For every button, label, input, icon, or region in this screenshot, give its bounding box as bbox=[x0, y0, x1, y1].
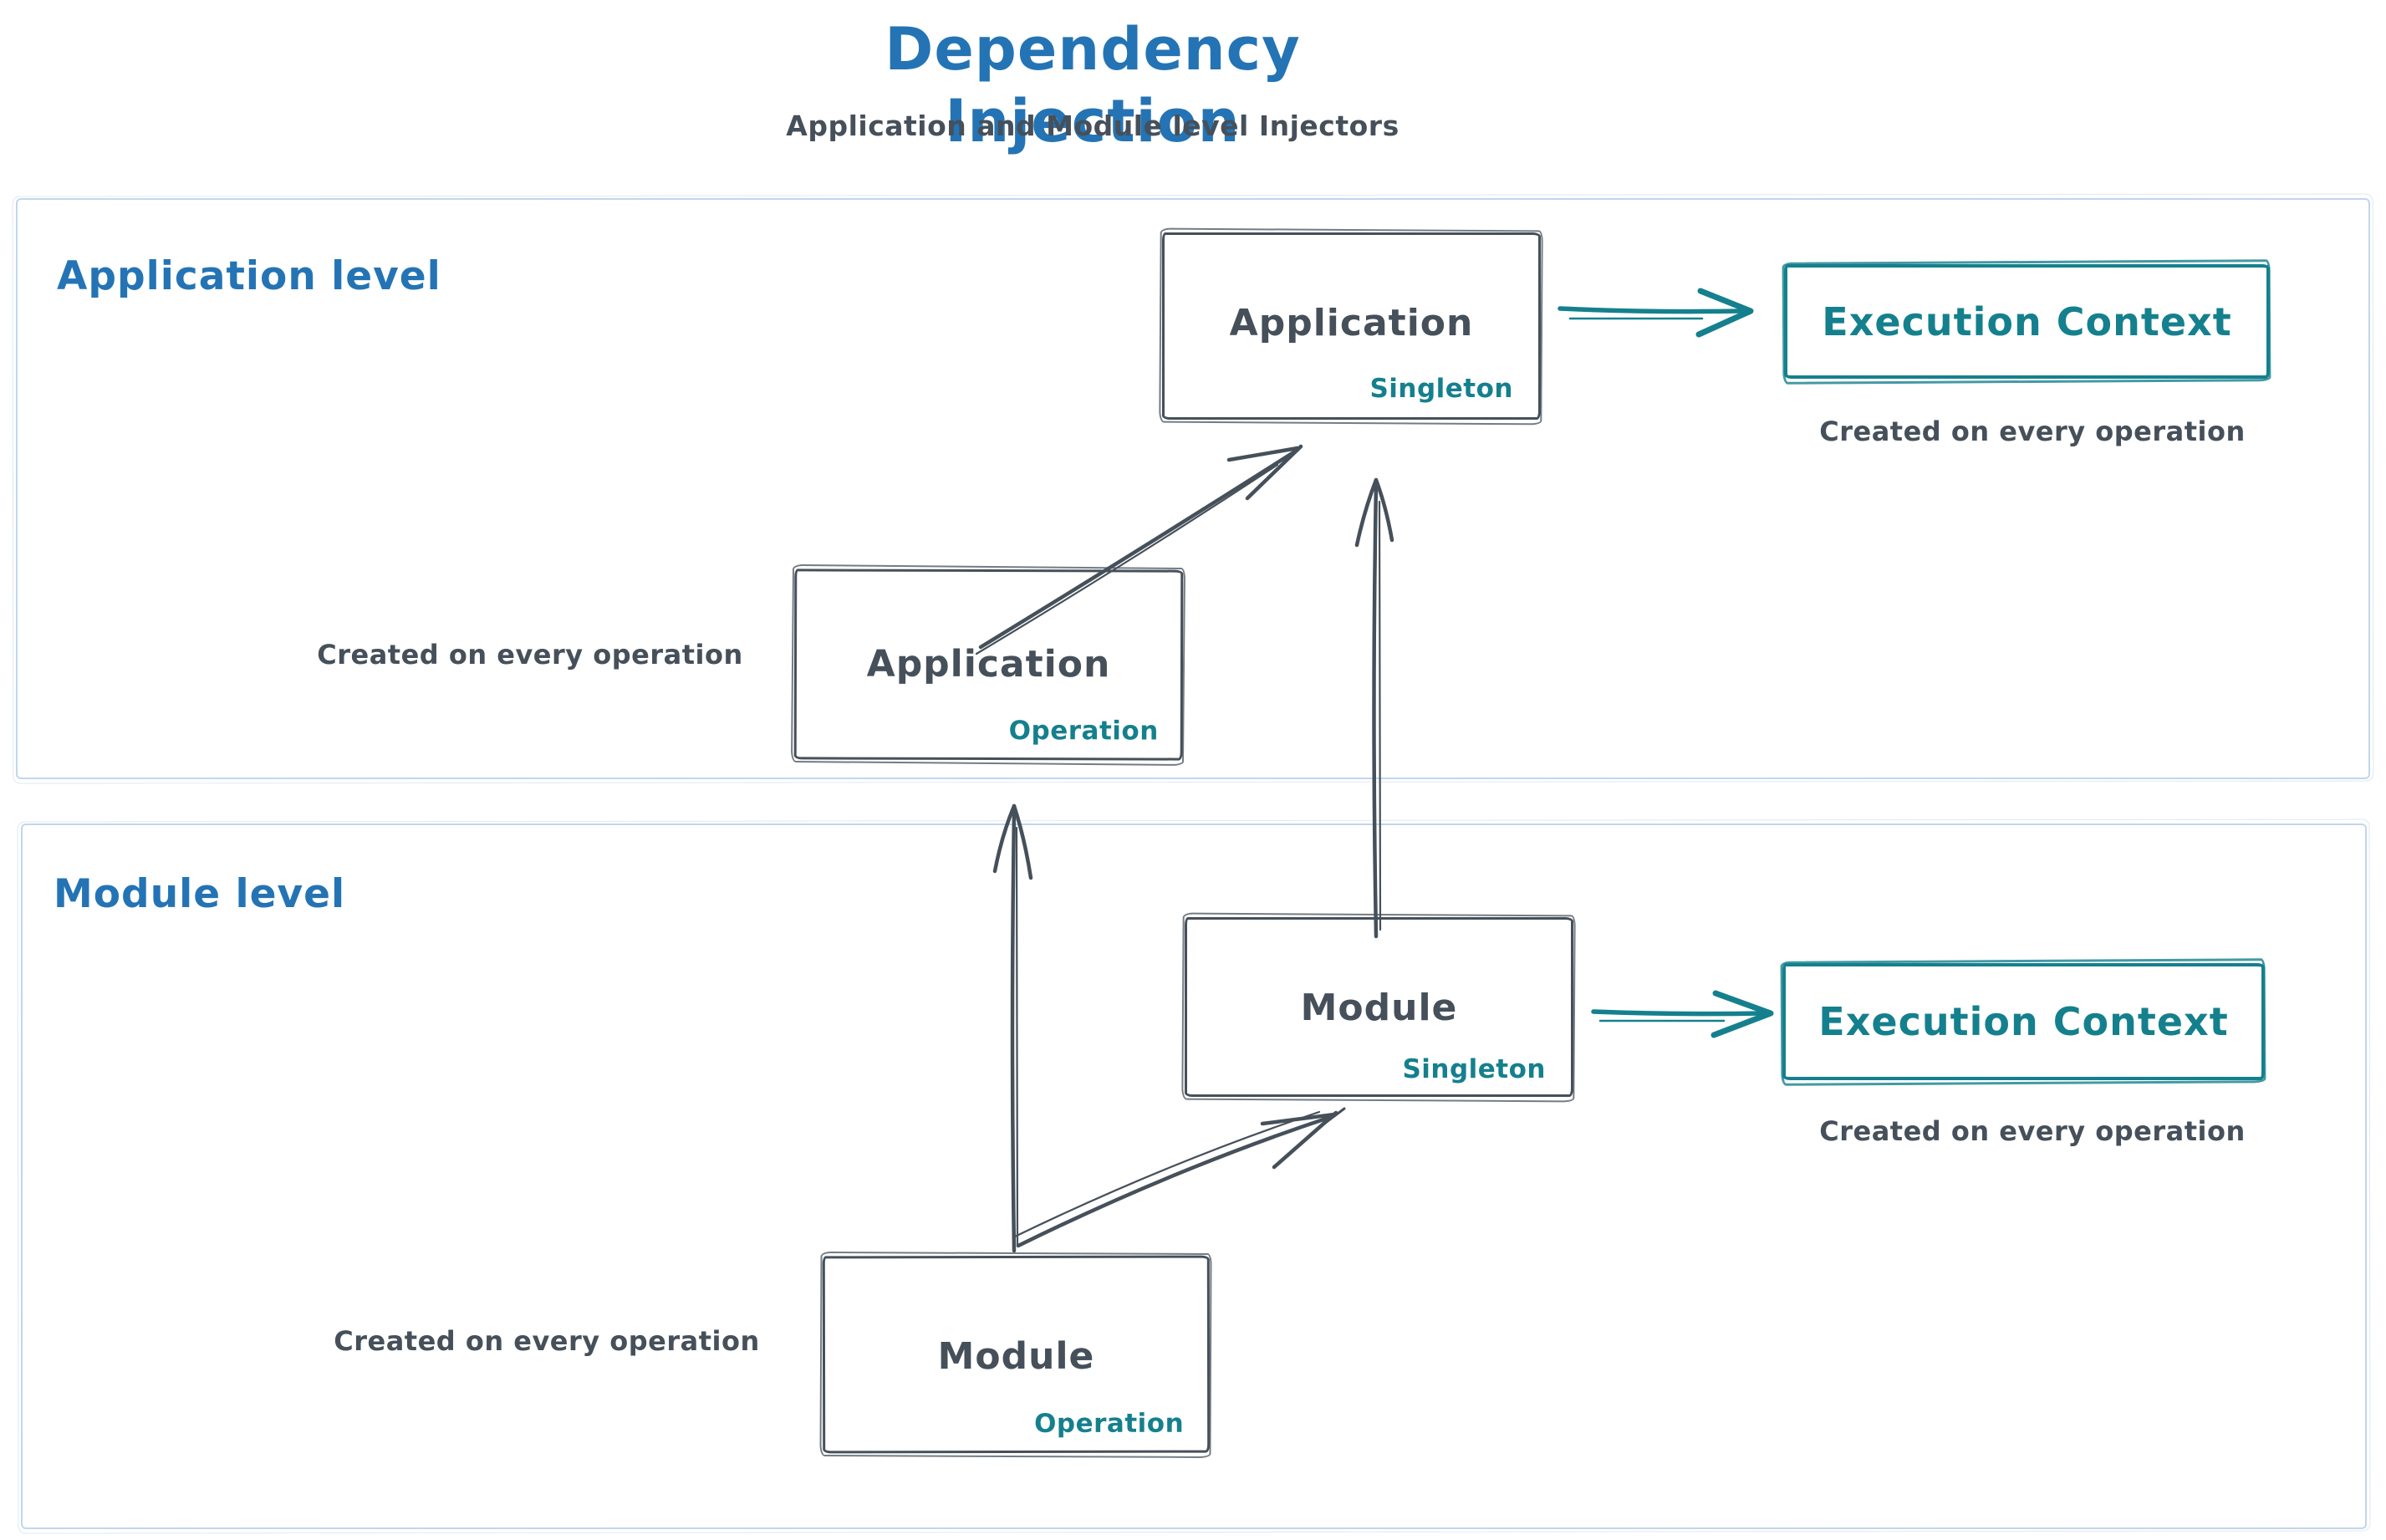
node-module-execution-context: Execution Context bbox=[1782, 963, 2265, 1080]
caption-module-execution-context: Created on every operation bbox=[1819, 1115, 2246, 1147]
application-level-section bbox=[16, 198, 2370, 779]
node-application-singleton: Application Singleton bbox=[1162, 232, 1541, 420]
diagram-title: Dependency Injection bbox=[885, 15, 1301, 156]
node-title: Module bbox=[1300, 987, 1458, 1029]
node-title: Application bbox=[866, 642, 1111, 686]
module-level-section bbox=[21, 824, 2367, 1529]
caption-app-execution-context: Created on every operation bbox=[1819, 416, 2246, 447]
node-badge: Singleton bbox=[1402, 1054, 1546, 1084]
caption-app-operation: Created on every operation bbox=[317, 639, 743, 671]
node-module-operation: Module Operation bbox=[822, 1255, 1211, 1454]
node-module-singleton: Module Singleton bbox=[1185, 917, 1573, 1097]
application-level-label: Application level bbox=[57, 253, 441, 299]
node-title: Application bbox=[1229, 302, 1474, 344]
node-title: Execution Context bbox=[1818, 999, 2229, 1044]
module-level-label: Module level bbox=[54, 871, 346, 917]
node-badge: Operation bbox=[1034, 1408, 1185, 1439]
node-badge: Operation bbox=[1008, 716, 1159, 747]
node-application-operation: Application Operation bbox=[793, 569, 1184, 761]
node-badge: Singleton bbox=[1369, 374, 1513, 404]
caption-module-operation: Created on every operation bbox=[334, 1325, 760, 1357]
node-title: Execution Context bbox=[1822, 298, 2232, 344]
node-app-execution-context: Execution Context bbox=[1784, 264, 2270, 379]
diagram-subtitle: Application and Module level Injectors bbox=[786, 110, 1399, 142]
node-title: Module bbox=[937, 1334, 1095, 1379]
